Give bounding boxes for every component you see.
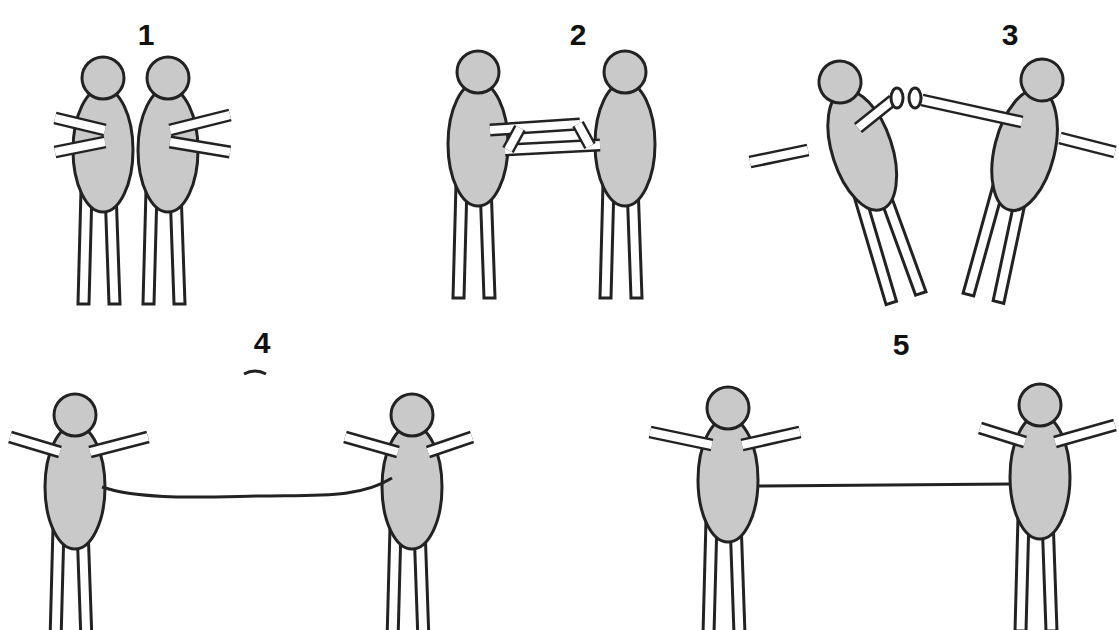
panel-number: 2 xyxy=(570,20,587,50)
panel-number: 3 xyxy=(1002,20,1019,50)
panel-arms-linked xyxy=(448,51,655,298)
panel-number: 1 xyxy=(138,20,155,50)
panel-number: 5 xyxy=(893,330,910,360)
panel-embrace xyxy=(55,57,230,304)
panel-taut-rope xyxy=(650,384,1115,630)
panel-fist-bump xyxy=(750,52,1115,306)
panel-number: 4 xyxy=(254,328,271,358)
panel-slack-rope xyxy=(10,371,472,630)
